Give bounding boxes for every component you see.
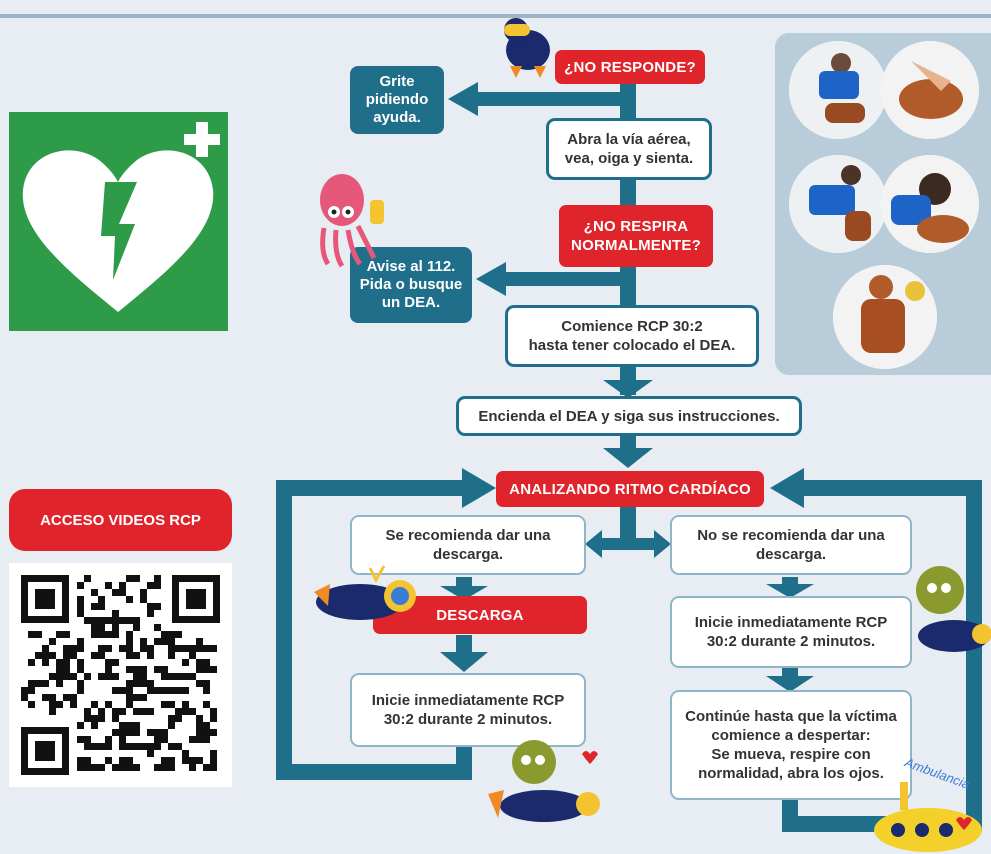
no-se-recomienda-box: No se recomienda dar una descarga. [670,515,912,575]
diver-character-icon [314,565,416,620]
cpr-compressions-photo [789,41,887,139]
se-recomienda-box: Se recomienda dar una descarga. [350,515,586,575]
aed-heart-lightning-icon [22,122,220,312]
cpr-kneeling-photo [789,155,887,253]
ambulance-label: Ambulancia [902,754,972,792]
comience-rcp-box: Comience RCP 30:2 hasta tener colocado e… [505,305,759,367]
cpr-rescue-breath-photo [881,155,979,253]
inicie-rcp-right-box: Inicie inmediatamente RCP 30:2 durante 2… [670,596,912,668]
no-respira-question: ¿NO RESPIRA NORMALMENTE? [559,205,713,267]
avise-112-box: Avise al 112. Pida o busque un DEA. [350,247,472,323]
cpr-hand-position-photo [881,41,979,139]
cpr-manikin-photo [833,265,937,369]
cpr-photos-panel [775,33,991,375]
qr-code-icon[interactable] [9,563,232,787]
no-responde-question: ¿NO RESPONDE? [555,50,705,84]
abra-via-aerea-box: Abra la vía aérea, vea, oiga y sienta. [546,118,712,180]
top-divider [0,14,991,18]
encienda-dea-box: Encienda el DEA y siga sus instrucciones… [456,396,802,436]
yellow-submarine-icon: Ambulancia [874,754,982,852]
descarga-banner: DESCARGA [373,596,587,634]
aed-sign [9,112,228,331]
analizando-ritmo-banner: ANALIZANDO RITMO CARDÍACO [496,471,764,507]
pufferfish-diver-icon [488,740,600,822]
acceso-videos-button[interactable]: ACCESO VIDEOS RCP [9,489,232,551]
penguin-character-icon [504,18,550,78]
inicie-rcp-left-box: Inicie inmediatamente RCP 30:2 durante 2… [350,673,586,747]
squid-character-icon [320,174,384,268]
pufferfish-right-icon [916,566,991,652]
grite-ayuda-box: Grite pidiendo ayuda. [350,66,444,134]
continue-hasta-box: Continúe hasta que la víctima comience a… [670,690,912,800]
